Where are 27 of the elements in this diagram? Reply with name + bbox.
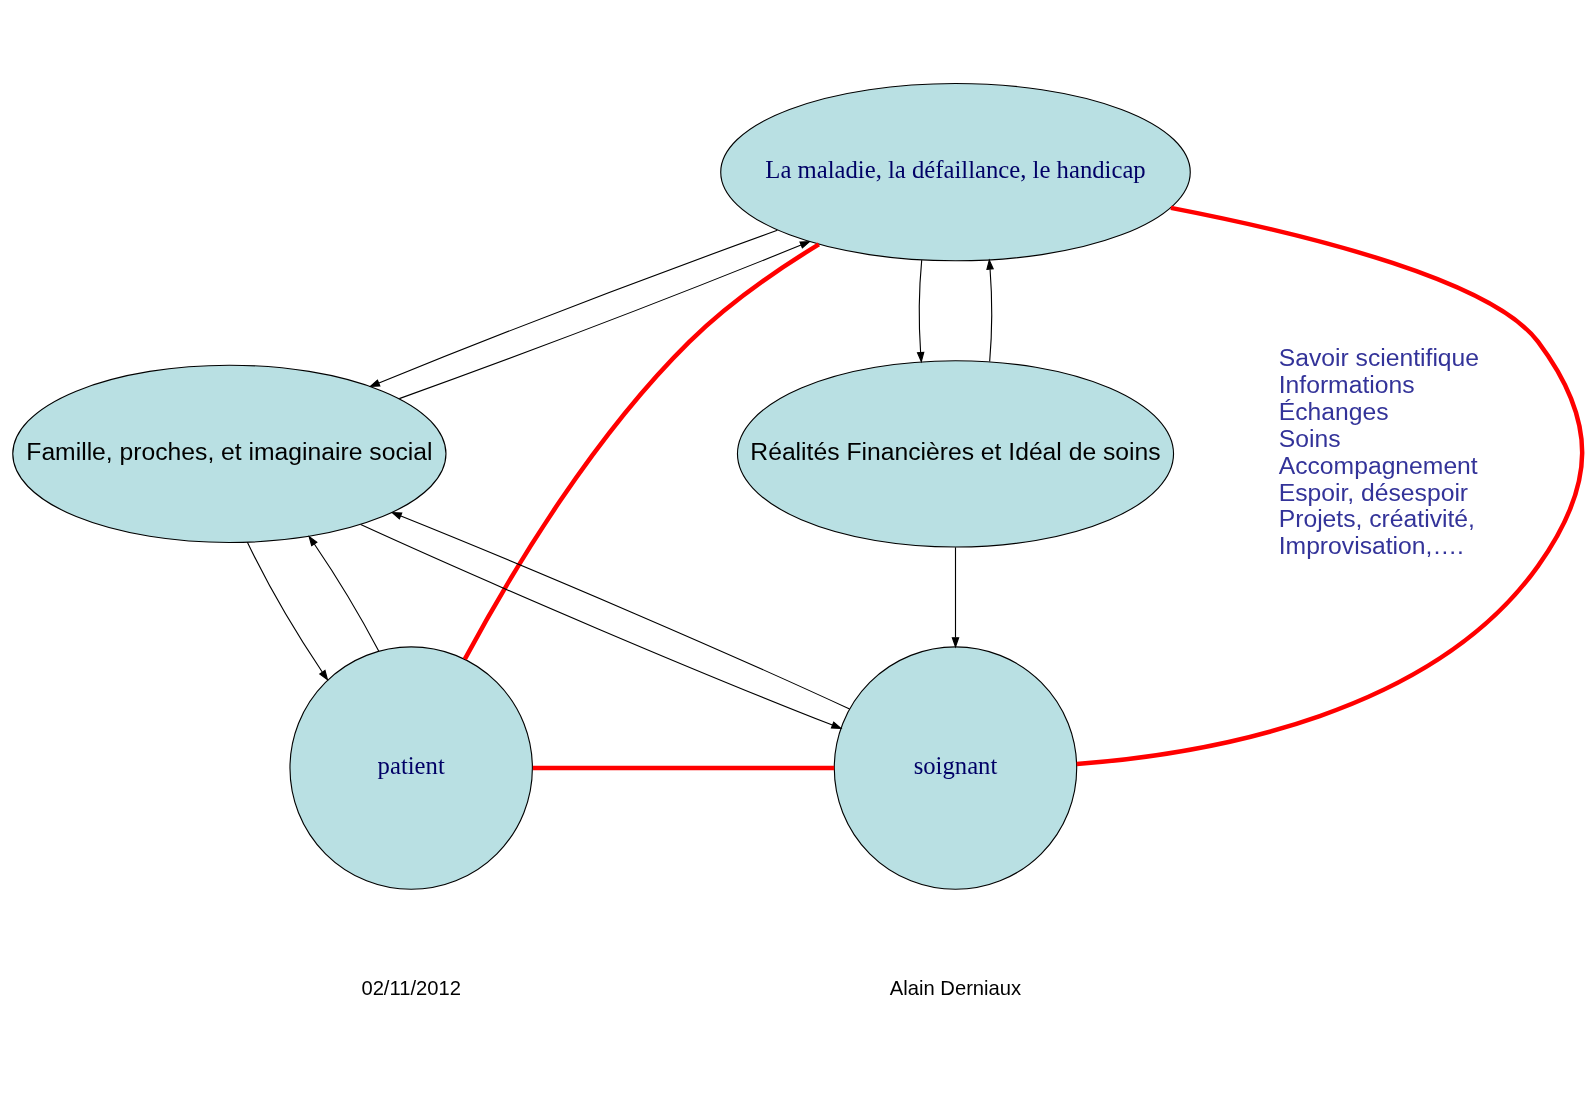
node-circle: soignant	[833, 646, 1078, 890]
arrow	[360, 524, 843, 730]
node-ellipse: Réalités Financières et Idéal de soins	[736, 360, 1175, 548]
node-ellipse: La maladie, la défaillance, le handicap	[720, 82, 1191, 262]
arrow	[986, 258, 994, 363]
label: Improvisation,….	[1278, 532, 1464, 560]
node-circle: patient	[289, 646, 533, 890]
arrow	[246, 541, 329, 682]
connector	[532, 765, 835, 771]
label: Alain Derniaux	[889, 977, 1022, 1000]
label: Savoir scientifique	[1278, 343, 1480, 371]
connector	[1076, 205, 1585, 767]
connector	[462, 242, 821, 661]
label: Échanges	[1278, 397, 1389, 425]
label: Projets, créativité,	[1278, 505, 1475, 533]
label: Soins	[1278, 424, 1341, 452]
label: Informations	[1278, 370, 1415, 398]
arrow	[398, 241, 812, 400]
arrow	[951, 546, 960, 649]
arrow	[916, 259, 925, 364]
node-ellipse: Famille, proches, et imaginaire social	[12, 364, 447, 544]
label: Espoir, désespoir	[1278, 478, 1469, 506]
arrow	[368, 229, 778, 388]
arrow	[308, 535, 380, 652]
label: 02/11/2012	[361, 977, 461, 1000]
arrow	[390, 511, 851, 710]
label: Accompagnement	[1278, 451, 1478, 479]
